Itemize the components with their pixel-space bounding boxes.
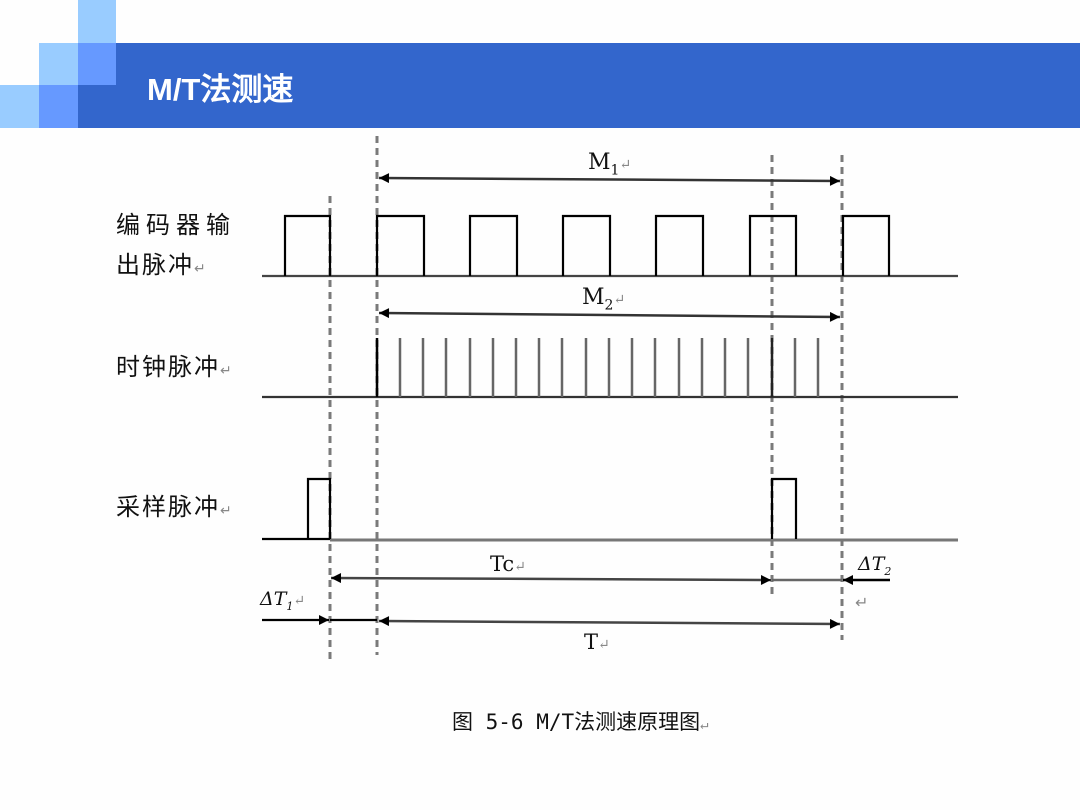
return-mark-icon: ↵ bbox=[514, 559, 526, 575]
m2-arrow bbox=[378, 308, 841, 322]
return-mark-icon: ↵ bbox=[613, 292, 626, 308]
dt1-label: ΔT1↵ bbox=[260, 588, 306, 613]
sampling-pulse-wave bbox=[262, 477, 958, 542]
clock-pulse-wave bbox=[262, 338, 958, 399]
sampling-label: 采样脉冲 bbox=[116, 493, 220, 521]
deco-block bbox=[78, 0, 116, 43]
slide-title: M/T法测速 bbox=[147, 72, 294, 107]
signal-label-sampling: 采样脉冲↵ bbox=[116, 487, 234, 531]
return-mark-icon: ↵ bbox=[293, 593, 306, 609]
return-mark-icon: ↵ bbox=[598, 637, 610, 653]
t-label: T↵ bbox=[584, 630, 610, 654]
return-mark-icon: ↵ bbox=[700, 717, 709, 733]
deco-block bbox=[39, 85, 78, 128]
encoder-label-line2: 出脉冲 bbox=[116, 251, 194, 279]
return-mark-icon: ↵ bbox=[619, 157, 632, 173]
signal-label-clock: 时钟脉冲↵ bbox=[116, 347, 234, 391]
return-mark-icon: ↵ bbox=[220, 363, 234, 379]
dt2-label: ΔT2 bbox=[858, 553, 892, 578]
signal-label-encoder: 编码器输 出脉冲↵ bbox=[116, 205, 236, 289]
tc-arrow bbox=[330, 573, 772, 585]
m2-label: M2↵ bbox=[582, 285, 626, 314]
encoder-label-line1: 编码器输 bbox=[116, 211, 236, 239]
deco-block bbox=[0, 85, 39, 128]
m1-arrow bbox=[378, 173, 841, 186]
clock-label: 时钟脉冲 bbox=[116, 353, 220, 381]
figure-caption: 图 5-6 M/T法测速原理图↵ bbox=[452, 710, 709, 734]
return-mark-icon: ↵ bbox=[855, 593, 869, 612]
tc-label: Tc↵ bbox=[490, 552, 526, 576]
encoder-pulse-wave bbox=[262, 214, 958, 278]
deco-block bbox=[78, 43, 116, 85]
deco-block bbox=[39, 43, 78, 85]
return-mark-icon: ↵ bbox=[220, 503, 234, 519]
t-arrow bbox=[378, 616, 841, 629]
return-mark-icon: ↵ bbox=[194, 261, 208, 277]
header-band bbox=[116, 43, 1080, 128]
m1-label: M1↵ bbox=[588, 150, 632, 179]
header-band-lower bbox=[78, 85, 118, 128]
